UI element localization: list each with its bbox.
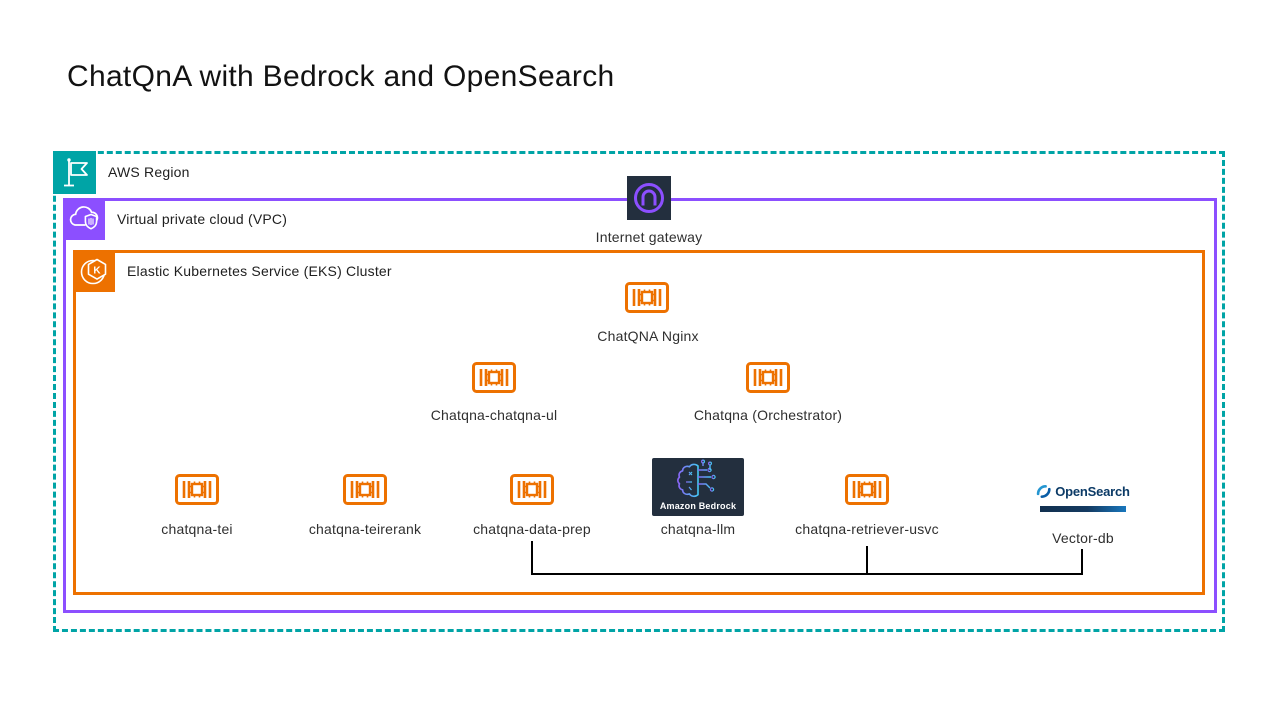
orchestrator-label: Chatqna (Orchestrator) xyxy=(693,407,843,423)
aws-region-label: AWS Region xyxy=(108,164,190,180)
connector-vector-db-vertical xyxy=(1081,549,1083,575)
opensearch-underline-bar xyxy=(1040,506,1126,512)
container-pod-icon-tei xyxy=(175,474,219,505)
vpc-cloud-lock-icon xyxy=(63,198,105,240)
llm-label: chatqna-llm xyxy=(660,521,736,537)
aws-region-box xyxy=(53,151,1225,632)
amazon-bedrock-label: Amazon Bedrock xyxy=(659,501,737,511)
teirerank-label: chatqna-teirerank xyxy=(308,521,422,537)
nginx-label: ChatQNA Nginx xyxy=(597,328,699,344)
vector-db-label: Vector-db xyxy=(1052,530,1114,546)
page-title: ChatQnA with Bedrock and OpenSearch xyxy=(67,60,615,93)
retriever-label: chatqna-retriever-usvc xyxy=(795,521,939,537)
chatqna-ui-label: Chatqna-chatqna-ul xyxy=(430,407,558,423)
opensearch-wordmark: OpenSearch xyxy=(1055,484,1130,499)
container-pod-icon-orchestrator xyxy=(746,362,790,393)
container-pod-icon-nginx xyxy=(625,282,669,313)
data-prep-label: chatqna-data-prep xyxy=(473,521,591,537)
container-pod-icon-teirerank xyxy=(343,474,387,505)
opensearch-logo: OpenSearch xyxy=(1036,484,1130,499)
vpc-label: Virtual private cloud (VPC) xyxy=(117,211,288,227)
internet-gateway-icon xyxy=(627,176,671,220)
eks-k-glyph: K xyxy=(93,265,101,276)
container-pod-icon-data-prep xyxy=(510,474,554,505)
connector-data-prep-vertical xyxy=(531,541,533,575)
container-pod-icon-retriever xyxy=(845,474,889,505)
aws-region-flag-icon xyxy=(53,151,96,194)
tei-label: chatqna-tei xyxy=(161,521,233,537)
eks-cluster-icon: K xyxy=(73,250,115,292)
container-pod-icon-ui xyxy=(472,362,516,393)
connector-horizontal-bus xyxy=(531,573,1083,575)
amazon-bedrock-logo: Amazon Bedrock xyxy=(652,458,744,516)
opensearch-swirl-icon xyxy=(1036,485,1051,498)
eks-cluster-box xyxy=(73,250,1205,595)
eks-cluster-label: Elastic Kubernetes Service (EKS) Cluster xyxy=(127,263,392,279)
connector-retriever-vertical xyxy=(866,546,868,575)
internet-gateway-label: Internet gateway xyxy=(595,229,703,245)
